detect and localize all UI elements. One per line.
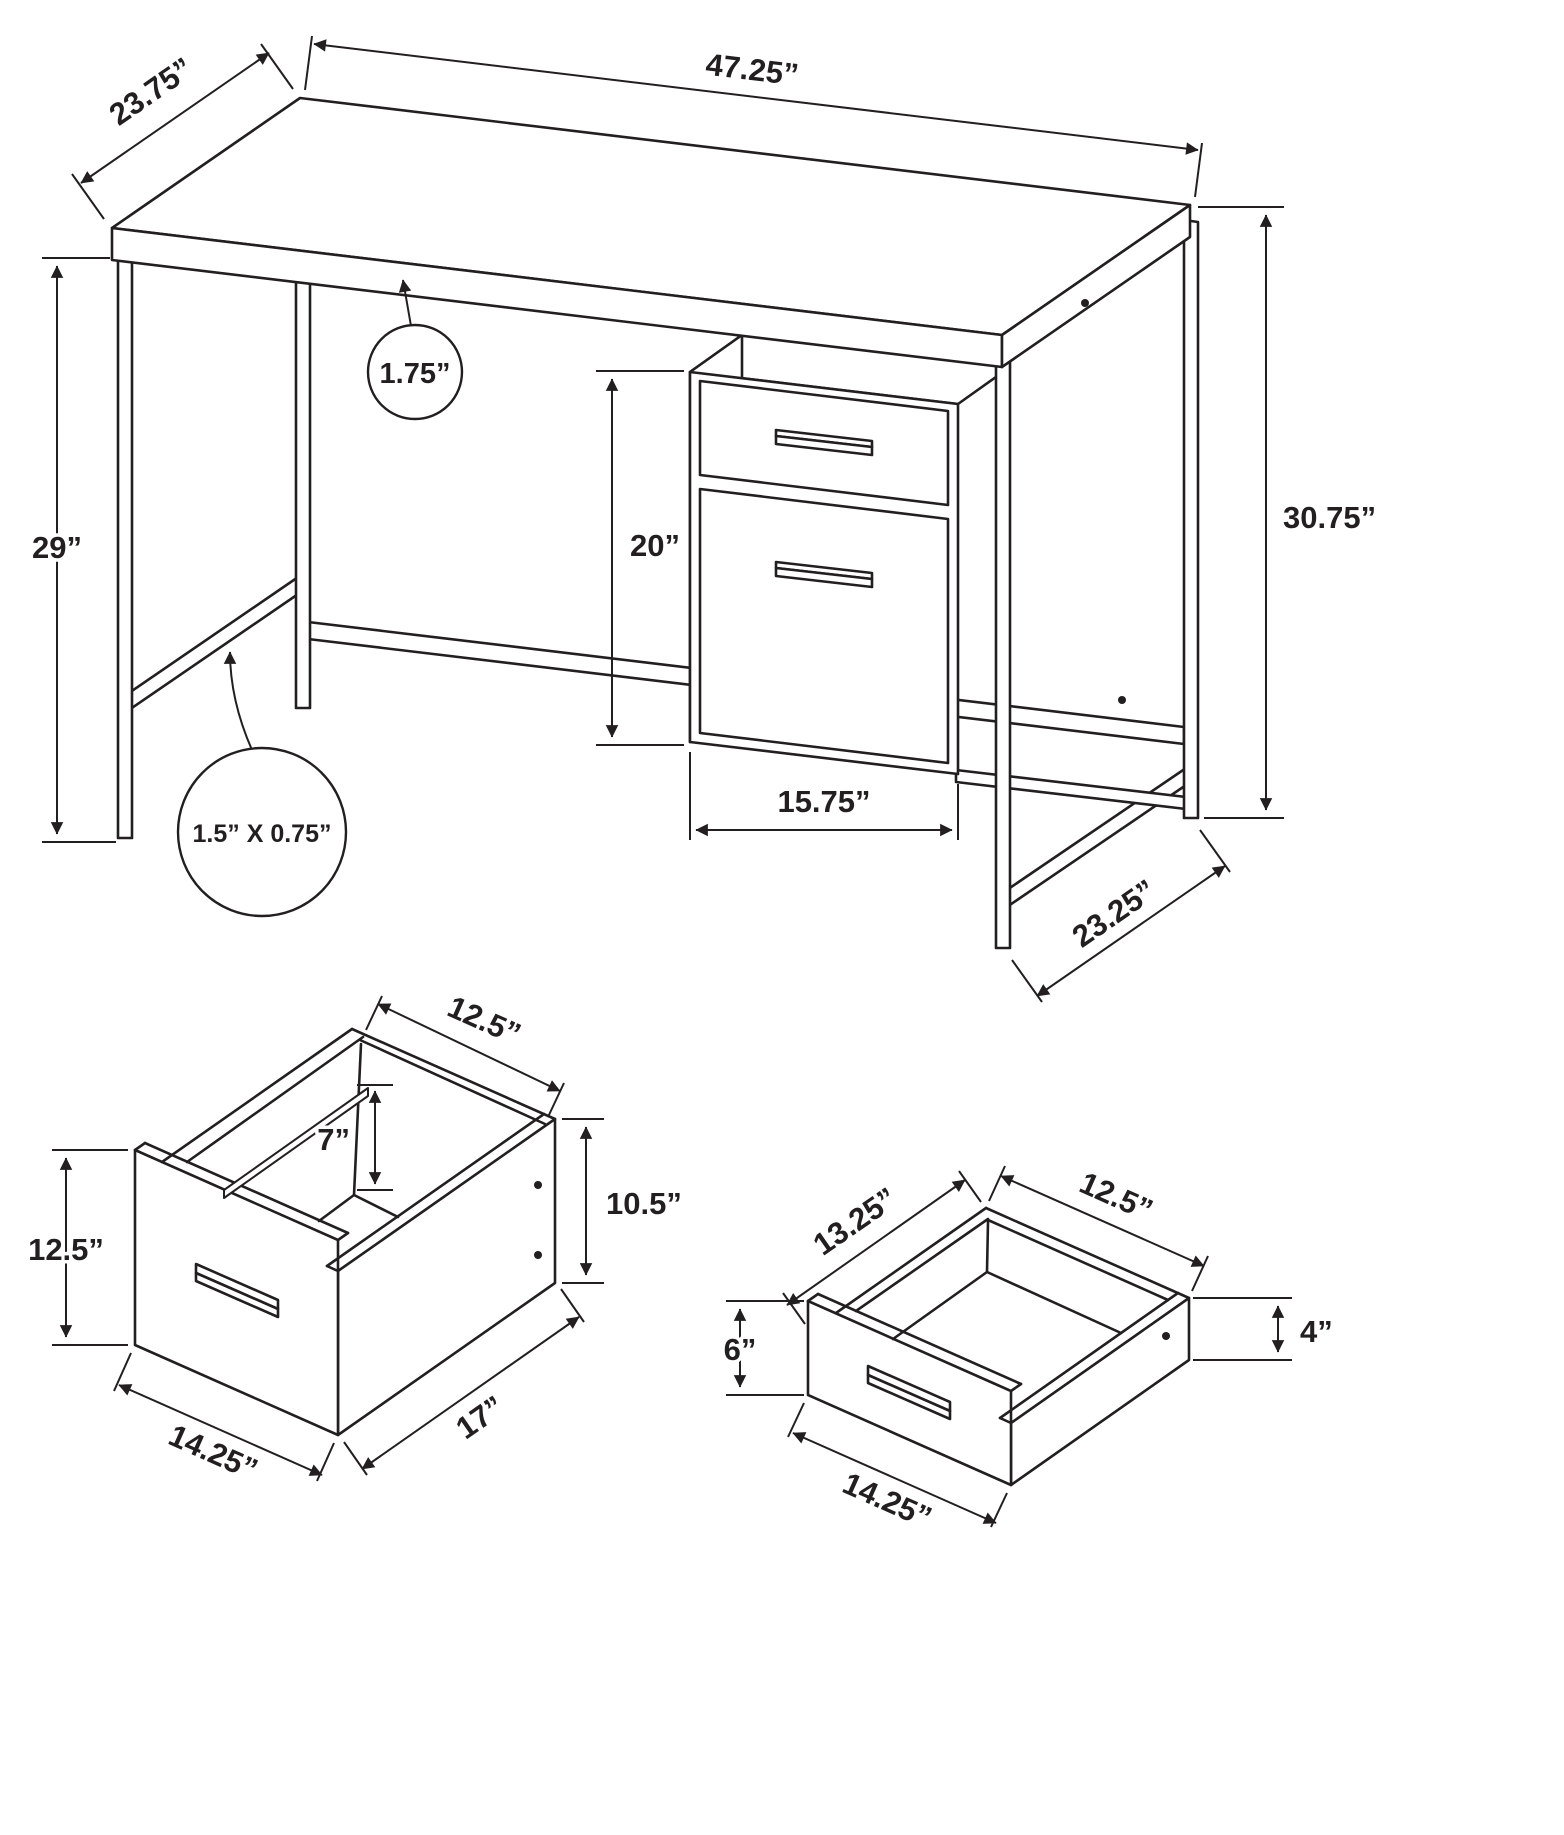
- drawer-side-panel: [336, 1117, 557, 1437]
- dim-drawer-unit-height-label: 20”: [630, 528, 680, 563]
- dim-drawer-unit-width: 15.75”: [689, 752, 959, 840]
- dim-side-height: 4”: [1193, 1297, 1336, 1361]
- extension-line: [71, 173, 105, 220]
- extension-line: [958, 1170, 982, 1203]
- dim-side-length-label: 17”: [450, 1389, 511, 1446]
- dim-side-height-label: 10.5”: [606, 1186, 682, 1221]
- small-drawer-detail-view: 13.25” 12.5” 6” 4” 14.25”: [720, 1162, 1336, 1539]
- extension-line: [113, 1352, 132, 1392]
- drawer-handle: [194, 1262, 280, 1319]
- leader-line: [398, 279, 412, 327]
- callout-circle: [176, 746, 348, 918]
- extension-line: [1199, 829, 1231, 873]
- dim-top-length-label: 47.25”: [704, 47, 801, 93]
- dim-opening-width-label: 12.5”: [442, 989, 526, 1052]
- extension-line: [304, 35, 313, 91]
- dimension-arrow: [313, 39, 1199, 155]
- dimension-arrow: [1036, 865, 1226, 997]
- dim-rail-depth: 7”: [314, 1084, 393, 1191]
- extension-line: [988, 1165, 1006, 1202]
- extension-line: [787, 1402, 805, 1438]
- drawer-unit: [688, 333, 1012, 776]
- dim-side-length-label: 13.25”: [807, 1180, 903, 1262]
- dim-frame-profile-label: 1.5” X 0.75”: [193, 820, 332, 848]
- dimension-arrow: [118, 1384, 323, 1476]
- under-unit-rail: [954, 768, 1188, 811]
- hanging-file-rail: [223, 1087, 369, 1199]
- extension-line: [365, 995, 383, 1031]
- dim-front-height: 6”: [720, 1300, 804, 1396]
- dimension-arrow: [377, 1003, 561, 1092]
- dim-side-height-label: 4”: [1300, 1314, 1333, 1349]
- dimension-arrow: [80, 52, 270, 184]
- front-right-leg: [994, 353, 1012, 950]
- dimension-arrow: [792, 1432, 997, 1524]
- front-left-leg: [116, 246, 134, 840]
- leader-line: [223, 651, 253, 751]
- dim-front-height: 12.5”: [25, 1149, 128, 1346]
- dim-top-depth-label: 23.75”: [103, 50, 199, 132]
- extension-line: [316, 1442, 335, 1482]
- dim-overall-height: 30.75”: [1198, 206, 1380, 819]
- screw-dot: [1118, 696, 1126, 704]
- dim-top-thickness-callout: 1.75”: [366, 279, 464, 421]
- dimension-arrow: [786, 1179, 966, 1306]
- dimension-arrow: [361, 1316, 580, 1470]
- extension-line: [260, 43, 294, 90]
- dim-front-width-label: 14.25”: [164, 1418, 263, 1488]
- drawer-handle: [866, 1364, 952, 1421]
- dim-top-length: 47.25”: [304, 35, 1203, 198]
- dim-side-length: 13.25”: [782, 1170, 982, 1325]
- dim-front-height-label: 6”: [724, 1332, 757, 1367]
- top-drawer-handle: [774, 428, 874, 457]
- back-right-leg: [1182, 218, 1200, 820]
- callout-circle: [366, 323, 464, 421]
- desk-top: [110, 96, 1192, 369]
- extension-line: [547, 1082, 565, 1118]
- dim-knee-height-label: 29”: [32, 530, 82, 565]
- screw-dot: [534, 1181, 542, 1189]
- dimension-arrow: [1000, 1175, 1205, 1267]
- extension-line: [1194, 142, 1203, 198]
- extension-line: [782, 1292, 806, 1325]
- dim-drawer-unit-height: 20”: [596, 370, 684, 746]
- file-drawer-handle: [774, 560, 874, 589]
- dim-opening-width: 12.5”: [365, 986, 565, 1118]
- dim-rail-depth-label: 7”: [317, 1122, 350, 1157]
- dim-frame-profile-callout: 1.5” X 0.75”: [176, 651, 348, 918]
- screw-dot: [1162, 1332, 1170, 1340]
- left-side-stretcher: [124, 571, 306, 714]
- file-drawer-detail-view: 12.5” 7” 10.5” 12.5” 14.25”: [25, 986, 686, 1491]
- dim-side-depth: 23.25”: [1011, 829, 1231, 1003]
- dim-opening-width: 12.5”: [988, 1162, 1209, 1292]
- extension-line: [560, 1288, 585, 1323]
- dim-overall-height-label: 30.75”: [1283, 500, 1376, 535]
- dim-front-width-label: 14.25”: [838, 1466, 937, 1536]
- screw-dot: [534, 1251, 542, 1259]
- desk-isometric-view: 23.75” 47.25” 29” 1.75” 20”: [29, 35, 1380, 1003]
- dim-top-thickness-label: 1.75”: [380, 358, 451, 390]
- dim-knee-height: 29”: [29, 257, 116, 843]
- dim-front-height-label: 12.5”: [28, 1232, 104, 1267]
- desk-top-end-edge: [1000, 203, 1192, 369]
- screw-dot: [1081, 299, 1089, 307]
- dim-drawer-unit-width-label: 15.75”: [777, 784, 870, 819]
- extension-line: [343, 1441, 368, 1476]
- extension-line: [1191, 1255, 1209, 1292]
- dim-side-height: 10.5”: [562, 1118, 685, 1284]
- file-drawer-front: [698, 487, 950, 765]
- dim-opening-width-label: 12.5”: [1074, 1165, 1158, 1228]
